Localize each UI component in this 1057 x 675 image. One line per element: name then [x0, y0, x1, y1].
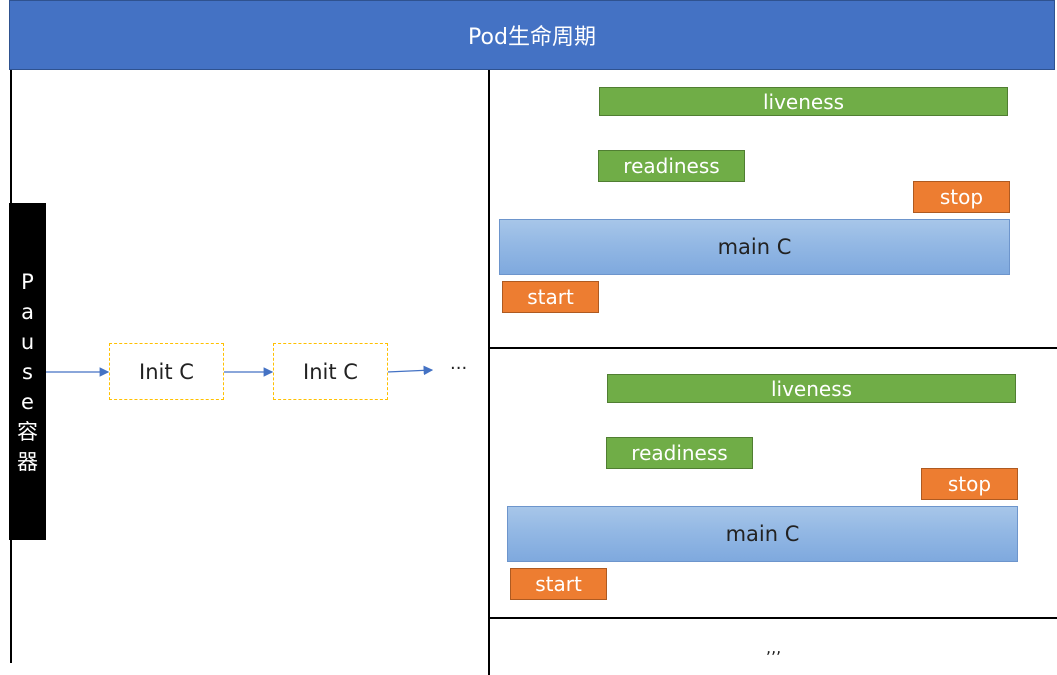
stop-hook-box: stop	[921, 468, 1018, 500]
main-container-label: main C	[725, 522, 800, 546]
panel-divider-2	[488, 617, 1057, 619]
stop-hook-box: stop	[913, 181, 1010, 213]
readiness-probe-bar: readiness	[606, 437, 753, 469]
lifecycle-title-bar: Pod生命周期	[9, 0, 1055, 70]
lifecycle-title: Pod生命周期	[468, 25, 596, 50]
readiness-label: readiness	[623, 154, 720, 178]
init-container-1: Init C	[109, 343, 224, 400]
readiness-label: readiness	[631, 441, 728, 465]
start-label: start	[527, 285, 574, 309]
pause-char: 器	[17, 449, 38, 474]
start-hook-box: start	[502, 281, 599, 313]
init-container-2: Init C	[273, 343, 388, 400]
stop-label: stop	[939, 185, 984, 209]
init-container-label: Init C	[139, 359, 194, 384]
main-container-bar: main C	[499, 219, 1010, 275]
pause-container: P a u s e 容 器	[9, 203, 46, 540]
liveness-label: liveness	[770, 376, 853, 401]
liveness-probe-bar: liveness	[599, 87, 1008, 116]
pause-char: P	[21, 269, 34, 294]
pause-char: 容	[17, 419, 38, 444]
main-container-label: main C	[717, 235, 792, 259]
start-label: start	[535, 572, 582, 596]
pause-char: u	[20, 329, 35, 354]
panel-divider-1	[488, 347, 1057, 349]
readiness-probe-bar: readiness	[598, 150, 745, 182]
init-container-label: Init C	[303, 359, 358, 384]
start-hook-box: start	[510, 568, 607, 600]
main-container-bar: main C	[507, 506, 1018, 562]
liveness-probe-bar: liveness	[607, 374, 1016, 403]
pause-char: a	[21, 299, 34, 324]
pause-char: s	[22, 359, 33, 384]
stop-label: stop	[947, 472, 992, 496]
init-chain-ellipsis: ···	[450, 358, 468, 379]
more-panels-ellipsis: ,,,	[766, 638, 782, 657]
pause-char: e	[21, 389, 34, 414]
liveness-label: liveness	[762, 89, 845, 114]
arrow-init2-to-ellipsis	[386, 365, 434, 376]
center-divider-line	[488, 70, 490, 675]
